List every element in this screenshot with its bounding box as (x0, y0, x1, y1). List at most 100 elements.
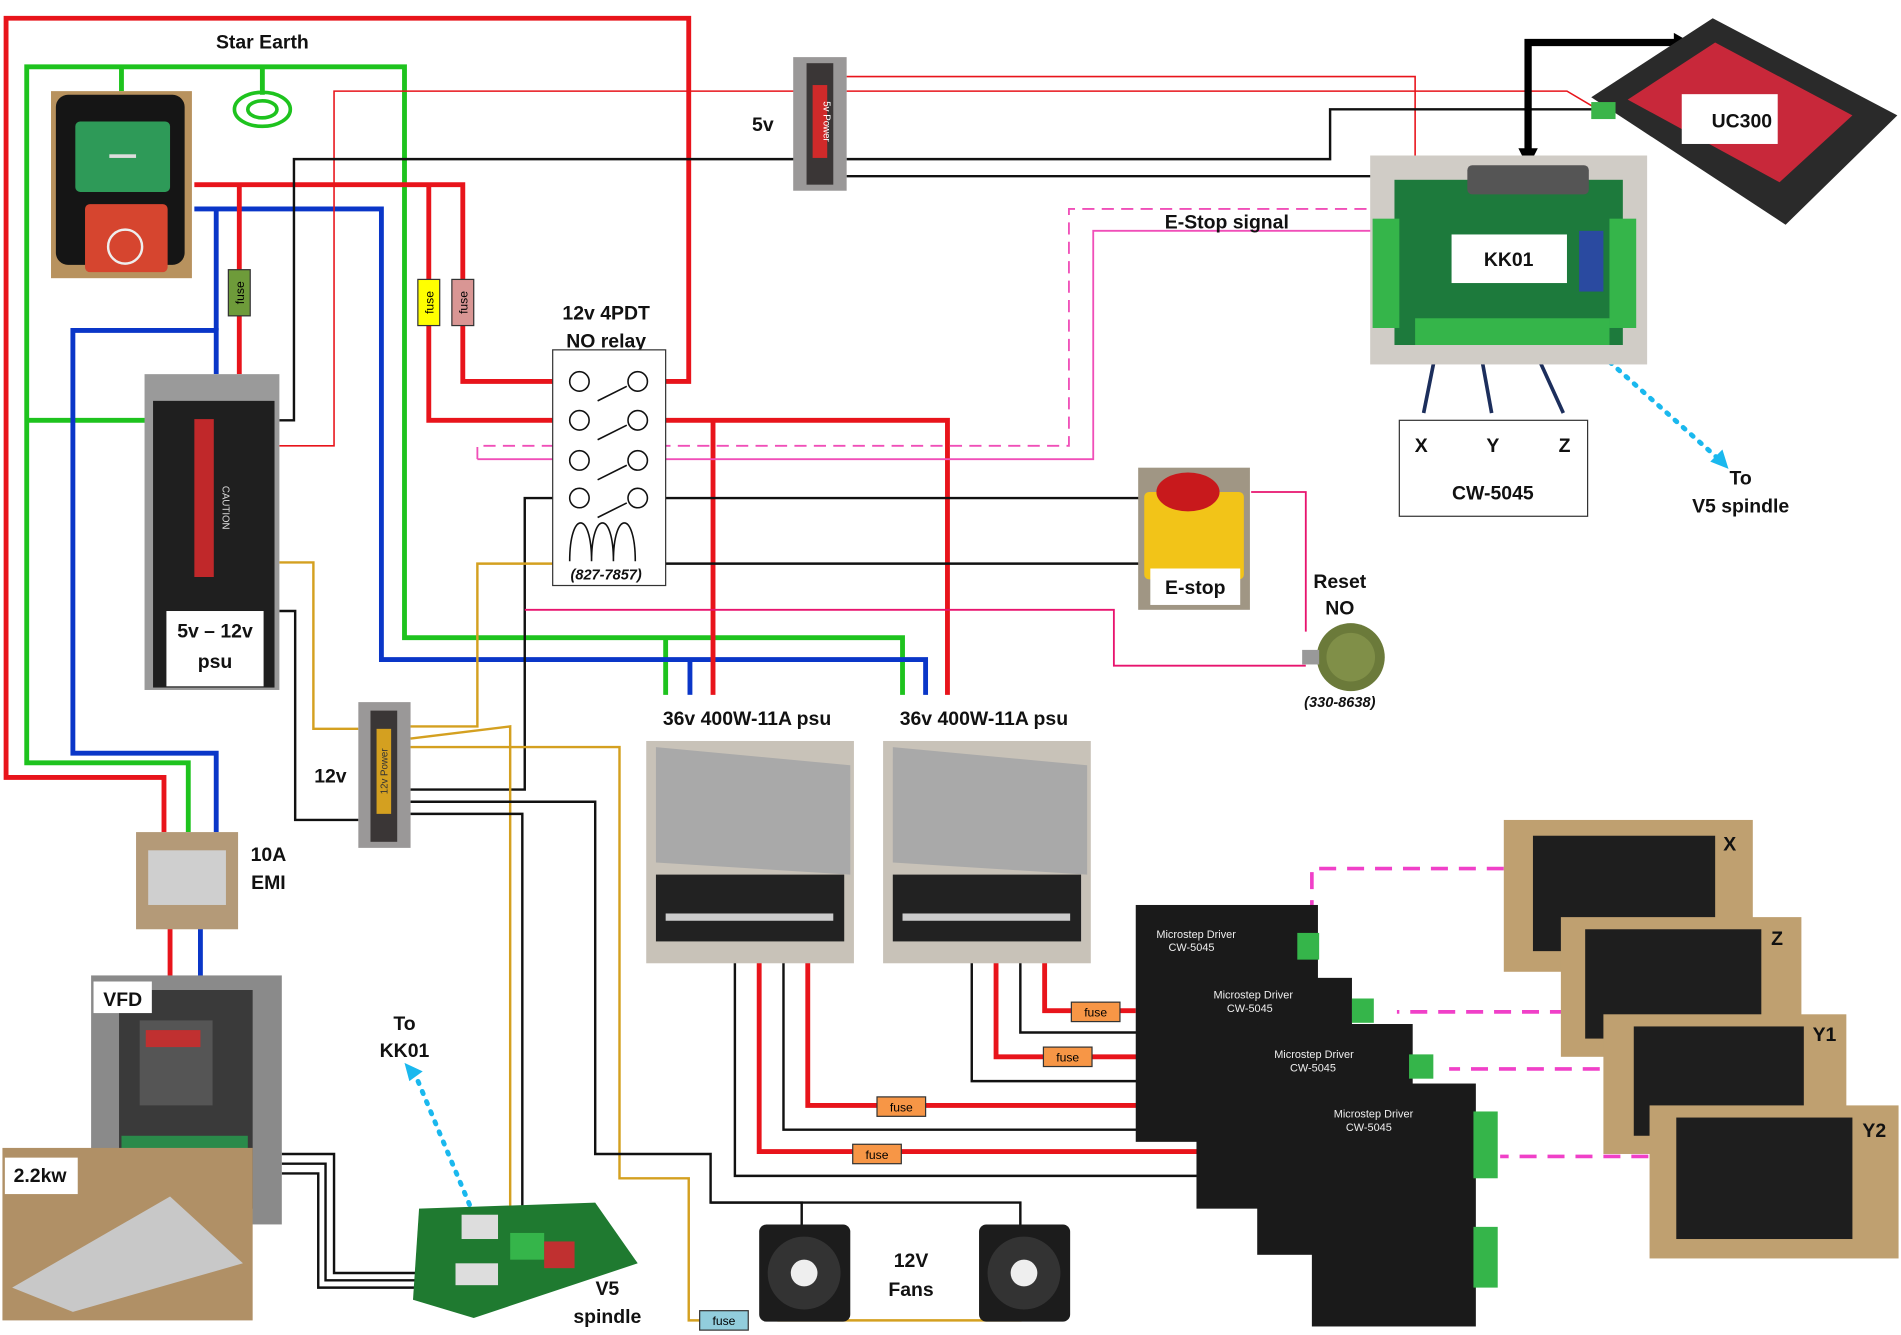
svg-text:CW-5045: CW-5045 (1452, 482, 1534, 504)
motor-y2: Y2 (1649, 1105, 1899, 1259)
svg-text:X: X (1415, 435, 1428, 457)
v5-gold-wire (410, 725, 512, 1240)
5v-black-wire (279, 157, 796, 422)
emi-filter (136, 832, 239, 930)
v5-label-1: V5 (595, 1278, 619, 1300)
kk01-to-v5-arrow (1710, 449, 1729, 469)
fan-black-wire-2 (710, 1201, 803, 1227)
to-v5-label-1: To (1730, 468, 1752, 490)
fan-2 (979, 1224, 1071, 1322)
12v-label: 12v (314, 765, 347, 787)
relay: 12v 4PDT NO relay (827-7857) (552, 302, 667, 587)
to-v5-label-2: V5 spindle (1692, 496, 1789, 518)
fuse-psu: fuse (227, 269, 251, 317)
svg-text:psu: psu (198, 651, 233, 673)
reset-label-2: NO (1325, 598, 1354, 620)
svg-text:fuse: fuse (1084, 1006, 1107, 1020)
svg-text:Microstep Driver: Microstep Driver (1334, 1109, 1414, 1121)
svg-text:CW-5045: CW-5045 (1169, 942, 1215, 954)
fuse-driver-2: fuse (1042, 1046, 1093, 1068)
5v-red-wire (279, 90, 796, 447)
svg-text:5v Power: 5v Power (821, 101, 832, 142)
svg-text:Y: Y (1486, 435, 1499, 457)
svg-text:Microstep Driver: Microstep Driver (1156, 929, 1236, 941)
estop-signal-label: E-Stop signal (1165, 211, 1289, 233)
neutral-wire-emi (70, 327, 219, 833)
kk01-to-v5-link (1582, 337, 1722, 462)
fan-black-wire (410, 800, 1022, 1227)
v5-spindle-board (412, 1202, 638, 1318)
stepper-driver-4: Microstep Driver CW-5045 (1311, 1083, 1498, 1327)
svg-text:fuse: fuse (457, 291, 471, 314)
psu36a-black-2 (782, 935, 1264, 1131)
v5-black-wire (410, 812, 524, 1240)
svg-text:Z: Z (1771, 928, 1783, 950)
svg-text:UC300: UC300 (1712, 111, 1772, 133)
svg-text:fuse: fuse (866, 1148, 889, 1162)
fuse-driver-1: fuse (1070, 1001, 1121, 1023)
svg-text:CW-5045: CW-5045 (1346, 1122, 1392, 1134)
cw5045-box: X Y Z CW-5045 (1398, 419, 1589, 517)
kk01-board: KK01 (1370, 155, 1648, 365)
psu36b-red-1 (993, 935, 1197, 1060)
svg-text:CW-5045: CW-5045 (1227, 1003, 1273, 1015)
psu36a-red-1 (756, 935, 1318, 1154)
db25-cable (1524, 38, 1677, 152)
5v-terminal-block: 5v Power (793, 57, 847, 191)
svg-text:fuse: fuse (890, 1100, 913, 1114)
12v-black-wire (279, 609, 359, 822)
emi-label-2: EMI (251, 872, 286, 894)
svg-text:36v 400W-11A psu: 36v 400W-11A psu (900, 708, 1068, 730)
reset-wire (524, 608, 1306, 667)
svg-text:CAUTION: CAUTION (219, 486, 230, 530)
fuse-driver-3: fuse (876, 1096, 927, 1117)
fuse-driver-4: fuse (852, 1143, 902, 1165)
earth-wire (24, 64, 905, 833)
5v-red-wire-kk01 (846, 75, 1416, 183)
5v-black-wire-kk01 (846, 174, 1408, 201)
svg-text:12v 4PDT: 12v 4PDT (562, 302, 650, 324)
estop-button[interactable]: E-stop (1138, 467, 1250, 610)
off-button[interactable] (85, 204, 168, 273)
fuse-relay-1: fuse (417, 278, 441, 327)
svg-text:fuse: fuse (423, 291, 437, 314)
svg-text:NO relay: NO relay (566, 330, 646, 352)
v5-label-2: spindle (573, 1306, 641, 1328)
live-main-wire (3, 15, 692, 833)
svg-text:KK01: KK01 (1484, 249, 1534, 271)
fan-1 (759, 1224, 851, 1322)
psu36-a: 36v 400W-11A psu (646, 708, 854, 964)
reset-label-1: Reset (1313, 571, 1366, 593)
estop-signal-dashed (476, 208, 1395, 460)
uc300-board: UC300 (1591, 18, 1898, 225)
v5-to-kk01-link (412, 1072, 477, 1218)
star-earth-symbol (232, 90, 293, 129)
svg-text:VFD: VFD (103, 989, 142, 1011)
fans-label-1: 12V (894, 1250, 929, 1272)
svg-text:fuse: fuse (233, 281, 247, 304)
vfd-spindle-cable (281, 1152, 474, 1289)
5v-black-wire-uc300 (846, 108, 1594, 161)
spindle-motor: 2.2kw (2, 1147, 253, 1321)
5v-label: 5v (752, 114, 774, 136)
psu36a-black-1 (733, 935, 1318, 1178)
x-motor-link (1310, 866, 1504, 914)
emi-label-1: 10A (251, 844, 287, 866)
svg-text:Y2: Y2 (1862, 1120, 1886, 1142)
star-earth-label: Star Earth (216, 32, 309, 54)
psu36a-red-2 (805, 935, 1264, 1108)
small-psu: CAUTION 5v – 12v psu (144, 374, 280, 690)
relay-12v-black (410, 496, 553, 791)
svg-text:5v – 12v: 5v – 12v (177, 621, 253, 643)
estop-signal-wire (477, 229, 1395, 461)
svg-text:E-stop: E-stop (1165, 577, 1226, 599)
svg-text:2.2kw: 2.2kw (14, 1165, 68, 1187)
reset-button[interactable] (1302, 623, 1385, 692)
svg-text:Z: Z (1559, 435, 1571, 457)
svg-text:Microstep Driver: Microstep Driver (1274, 1049, 1354, 1061)
svg-text:fuse: fuse (712, 1314, 735, 1328)
power-switch (51, 91, 192, 279)
psu36-b: 36v 400W-11A psu (880, 698, 1094, 964)
5v-red-wire-uc300 (846, 90, 1595, 108)
